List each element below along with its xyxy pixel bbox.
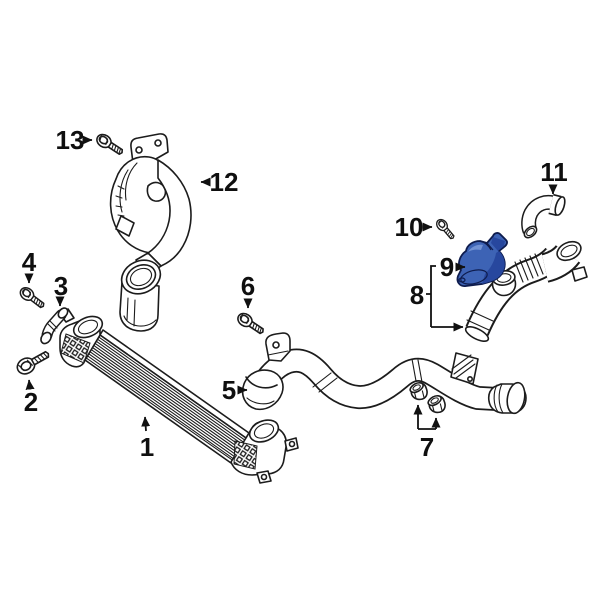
sensor9-highlight — [468, 244, 483, 252]
part-9-sensor-highlighted[interactable] — [456, 232, 508, 288]
bulb-shell-lines — [119, 162, 138, 213]
callout-label-12[interactable]: 12 — [210, 167, 239, 197]
callout-label-9[interactable]: 9 — [440, 252, 454, 282]
callout-8[interactable]: 8 — [410, 265, 464, 332]
right-tank-waffle — [233, 440, 258, 470]
callout-arrow-1 — [141, 416, 151, 432]
sensor9-tab-hole — [458, 277, 466, 283]
callout-label-13[interactable]: 13 — [56, 125, 85, 155]
callout-label-10[interactable]: 10 — [395, 212, 424, 242]
connector-clamp — [245, 376, 278, 389]
pipe-opening-outer — [120, 259, 162, 295]
elbow-tab — [571, 266, 588, 282]
left-port-inner — [77, 319, 99, 335]
callout-7[interactable]: 7 — [413, 404, 441, 462]
center-hose-assembly[interactable] — [241, 332, 527, 415]
bracket-hole — [272, 341, 280, 349]
core-fins — [85, 336, 246, 461]
spring-coils — [451, 354, 476, 379]
callout-label-3[interactable]: 3 — [54, 271, 68, 301]
callout-label-1[interactable]: 1 — [140, 432, 154, 462]
callout-label-4[interactable]: 4 — [22, 247, 37, 277]
callout-6[interactable]: 6 — [241, 271, 255, 309]
hose8-clamps — [466, 310, 494, 331]
connector-rim — [246, 397, 275, 405]
hose8-end-cuff — [464, 325, 490, 343]
bulb-hatch — [115, 185, 125, 217]
spring-bracket-hole — [466, 375, 473, 382]
callout-label-8[interactable]: 8 — [410, 280, 424, 310]
callouts: 1 2 3 4 5 6 7 8 — [22, 125, 568, 462]
pipe-barrel — [119, 281, 160, 332]
hose-joint-cuff — [411, 358, 423, 383]
pipe-opening-bore — [129, 267, 153, 287]
callout-label-6[interactable]: 6 — [241, 271, 255, 301]
part-1-intercooler[interactable] — [59, 308, 299, 484]
bulb-flange — [115, 215, 135, 237]
hose11-cuff-face — [554, 196, 566, 216]
left-tank-waffle — [60, 333, 91, 364]
callout-label-11[interactable]: 11 — [540, 157, 568, 187]
right-tank-tab-hole — [288, 440, 296, 448]
callout-3[interactable]: 3 — [54, 271, 68, 307]
sensor9-flange-rim — [460, 269, 488, 285]
callout-bracket-8 — [426, 265, 436, 327]
sensor9-detail-lines — [479, 240, 494, 251]
sensor3-foot — [40, 331, 52, 345]
right-port-inner — [253, 423, 275, 439]
callout-9[interactable]: 9 — [440, 252, 466, 282]
callout-13[interactable]: 13 — [56, 125, 93, 155]
sensor3-connector — [57, 307, 69, 319]
screw-threads — [33, 352, 49, 364]
sensor9-stub-shade — [491, 237, 505, 251]
callout-label-5[interactable]: 5 — [222, 375, 236, 405]
callout-10[interactable]: 10 — [395, 212, 433, 242]
callout-4[interactable]: 4 — [22, 247, 37, 284]
part-5-connector[interactable] — [241, 369, 284, 411]
elbow-opening-inner — [560, 244, 578, 258]
hose-end-rims — [493, 383, 504, 414]
left-port-outer — [72, 315, 104, 339]
tab-hole — [135, 146, 143, 154]
callout-12[interactable]: 12 — [200, 167, 239, 197]
hose11-open-bore — [526, 227, 535, 237]
part-11-hose[interactable] — [521, 193, 566, 240]
part-12-outlet-pipe[interactable] — [109, 133, 192, 332]
tab-hole — [154, 139, 162, 147]
callout-1[interactable]: 1 — [140, 416, 154, 462]
callout-11[interactable]: 11 — [540, 157, 568, 195]
part-2-screw[interactable] — [14, 347, 51, 377]
bracket-line — [267, 350, 289, 356]
pipe-opening-mid — [125, 264, 157, 290]
bulb-boss — [146, 181, 167, 202]
hose-tube-fill — [249, 350, 498, 410]
barrel-hatch — [123, 297, 157, 327]
sensor3-hex-lines — [47, 320, 58, 332]
part-8-hose-assembly[interactable] — [464, 238, 588, 344]
sensor9-shade — [482, 251, 505, 284]
hose-end-face — [506, 381, 526, 415]
pipe-tube — [147, 159, 192, 267]
callout-2[interactable]: 2 — [24, 379, 38, 417]
bellows-ribs — [514, 253, 544, 283]
part-3-sensor[interactable] — [39, 306, 70, 345]
callout-5[interactable]: 5 — [222, 375, 248, 405]
callout-label-2[interactable]: 2 — [24, 387, 38, 417]
hose-clamp-band — [312, 372, 338, 393]
screw-facets — [18, 359, 34, 372]
callout-label-7[interactable]: 7 — [420, 432, 434, 462]
hose11-fill — [522, 196, 559, 234]
right-port-outer — [248, 419, 280, 443]
right-tank-foot-hole — [260, 473, 268, 481]
callout-arrow-2 — [25, 379, 35, 390]
